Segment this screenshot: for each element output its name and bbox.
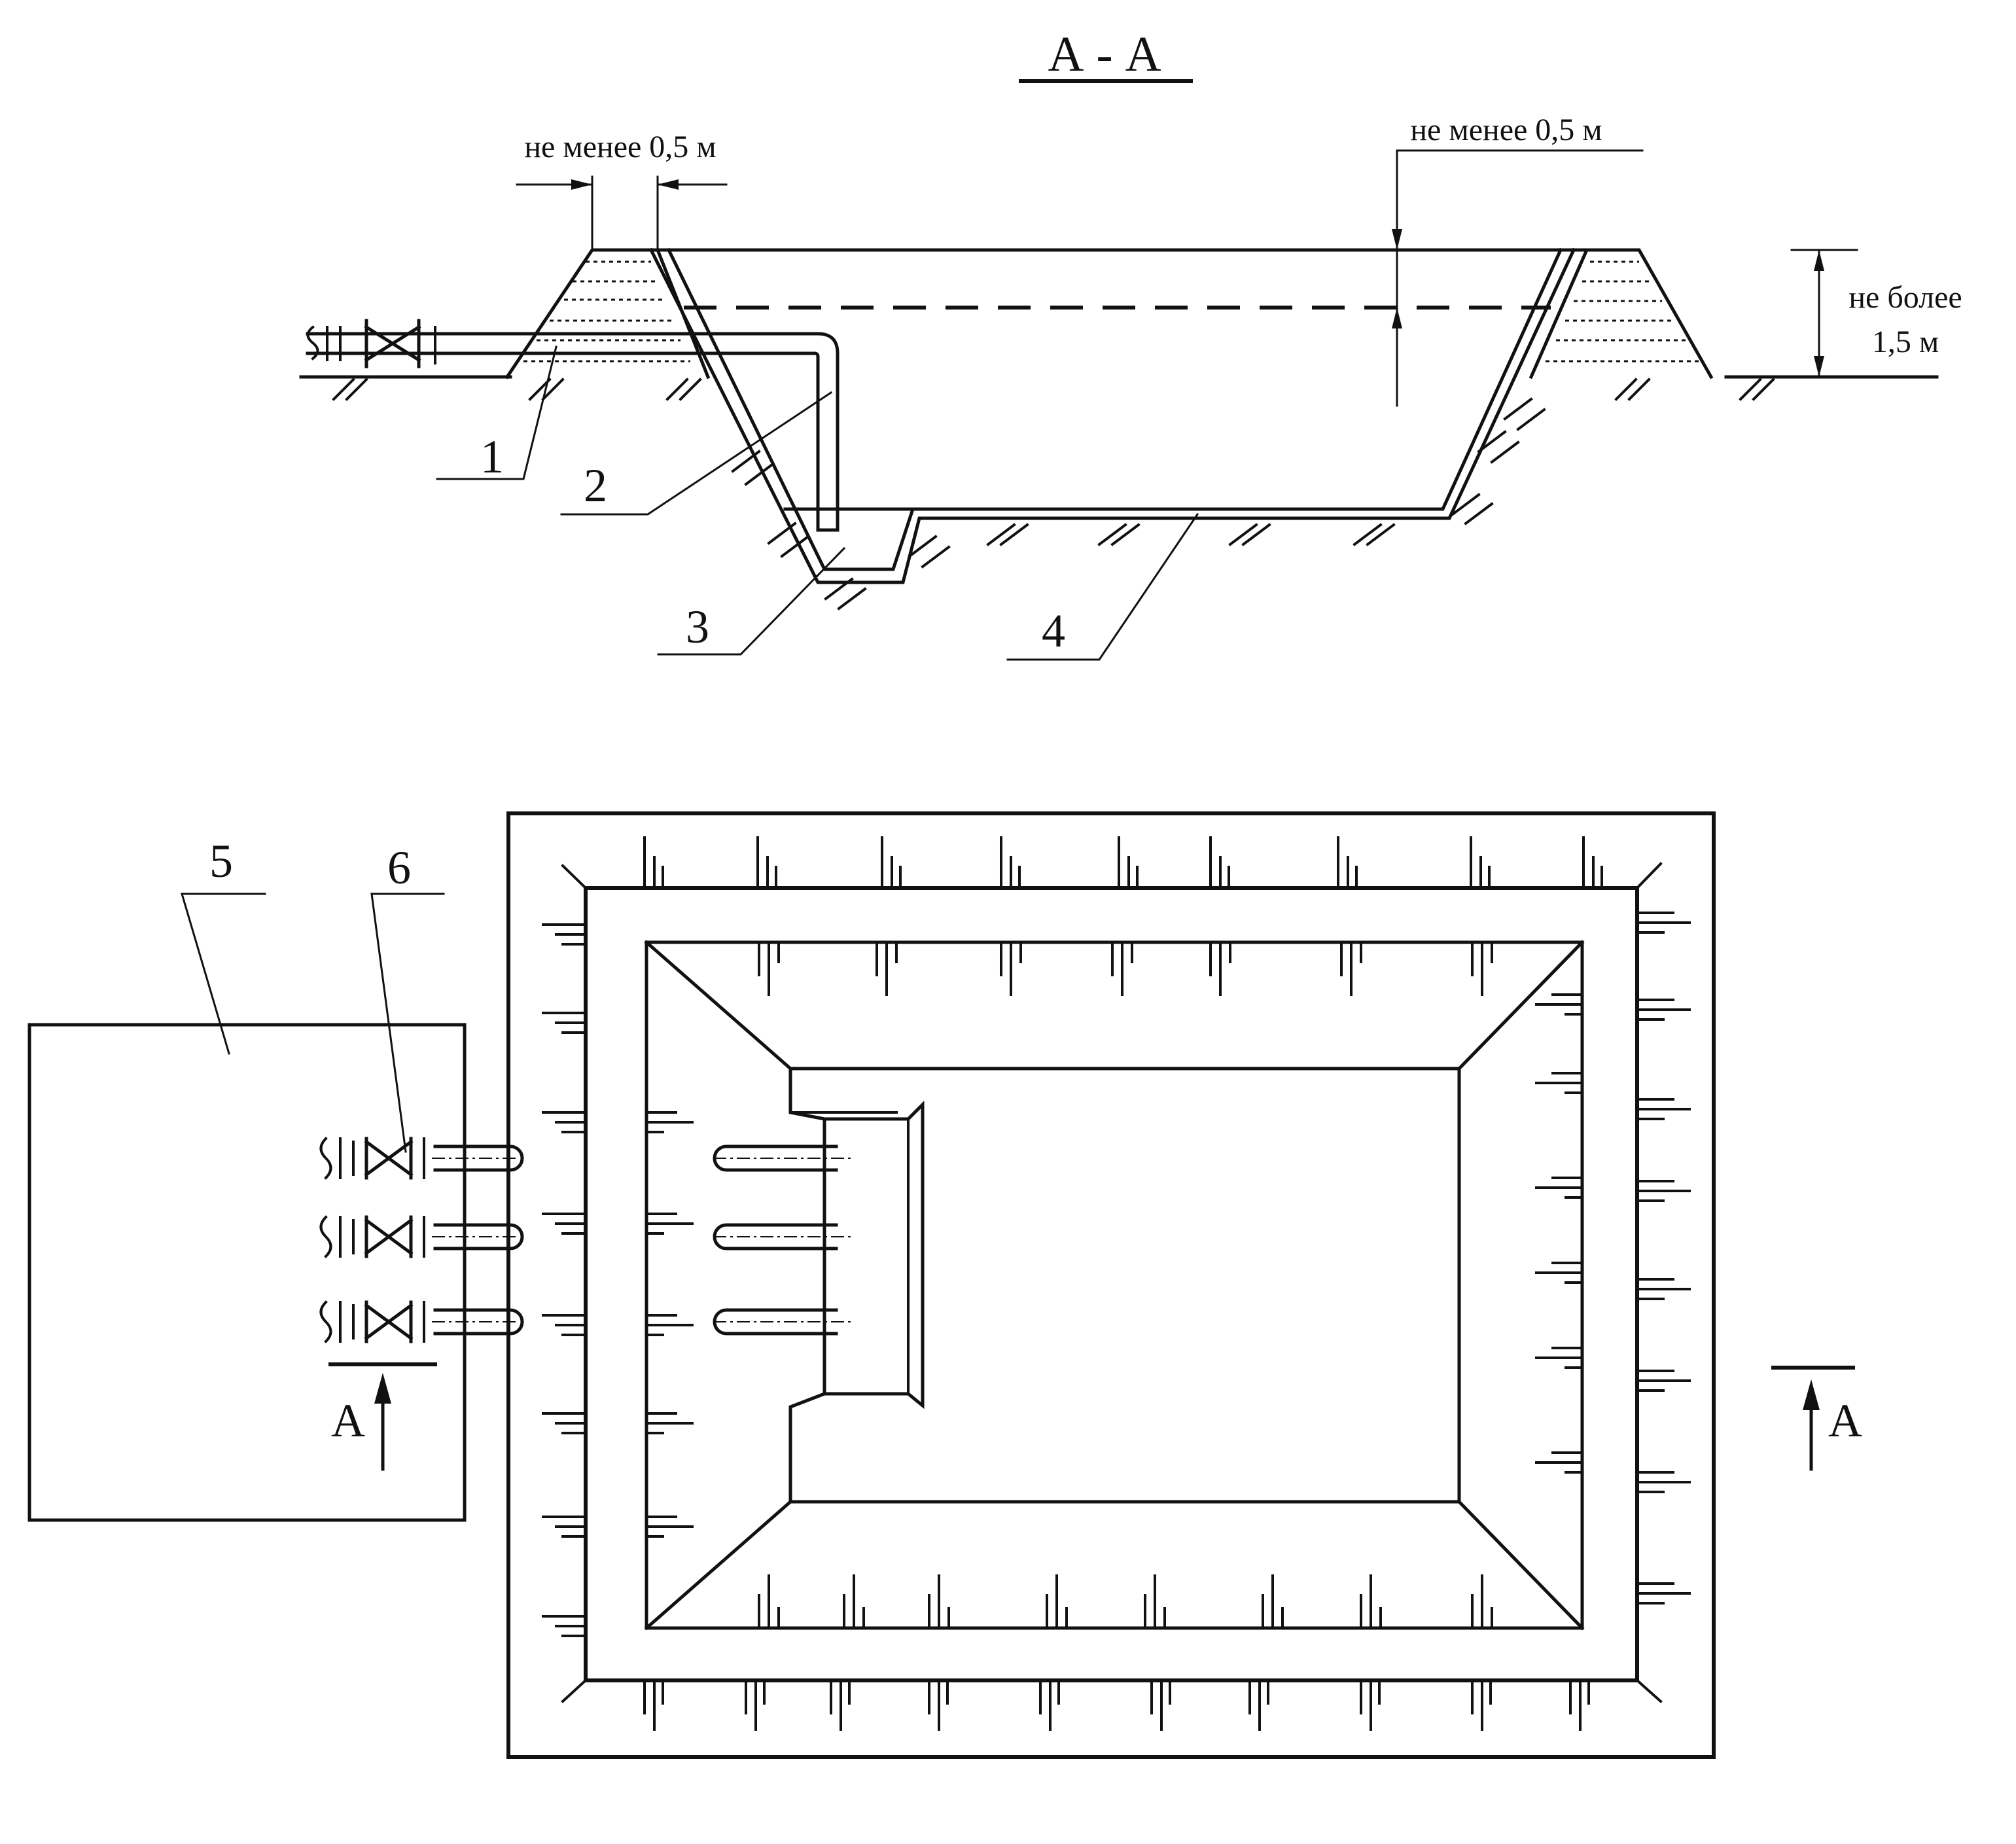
pipe-row-2 (319, 1215, 524, 1258)
pipe-row-1 (319, 1137, 524, 1180)
section-mark-right-label: А (1828, 1394, 1862, 1447)
pit-bottom (788, 1067, 1461, 1504)
callout-2: 2 (584, 459, 607, 512)
plan-outer-frame (506, 811, 1716, 1759)
freeboard-label: не менее 0,5 м (1410, 113, 1602, 147)
height-dimension: не более 1,5 м (1790, 249, 1962, 378)
structure-5 (27, 1023, 467, 1522)
section-a-a: А - А (299, 27, 1962, 661)
pit-top-edge (645, 940, 1584, 1630)
section-mark-left: А (328, 1362, 437, 1471)
callout-6: 6 (387, 842, 411, 894)
slope-hatching (542, 836, 1691, 1731)
freeboard-dimension: не менее 0,5 м (1392, 113, 1644, 407)
ground-line (299, 375, 1939, 401)
pipe-row-3 (319, 1300, 524, 1343)
embankment-crest (584, 886, 1639, 1682)
section-title: А - А (1048, 27, 1161, 82)
section-mark-right: А (1771, 1366, 1862, 1471)
inlet-pipe (306, 319, 840, 532)
callout-3: 3 (686, 601, 709, 653)
right-embankment (1529, 248, 1714, 380)
callouts-section: 1 2 3 4 (436, 346, 1199, 661)
callout-1: 1 (480, 431, 504, 483)
berm-width-dimension: не менее 0,5 м (516, 130, 728, 251)
pipe-ends-inside (713, 1144, 851, 1336)
berm-width-label: не менее 0,5 м (524, 130, 716, 164)
slope-corner-lines (561, 862, 1663, 1703)
sump (822, 1100, 925, 1410)
height-label-line1: не более (1848, 280, 1962, 315)
plan-view: 5 6 А А (27, 811, 1862, 1759)
outlet-pipes (319, 1137, 851, 1343)
section-mark-left-label: А (331, 1394, 365, 1447)
callout-4: 4 (1042, 605, 1065, 657)
callouts-plan: 5 6 (180, 835, 445, 1153)
callout-5: 5 (209, 835, 233, 887)
pit-lining (648, 247, 1589, 611)
height-label-line2: 1,5 м (1872, 325, 1939, 359)
